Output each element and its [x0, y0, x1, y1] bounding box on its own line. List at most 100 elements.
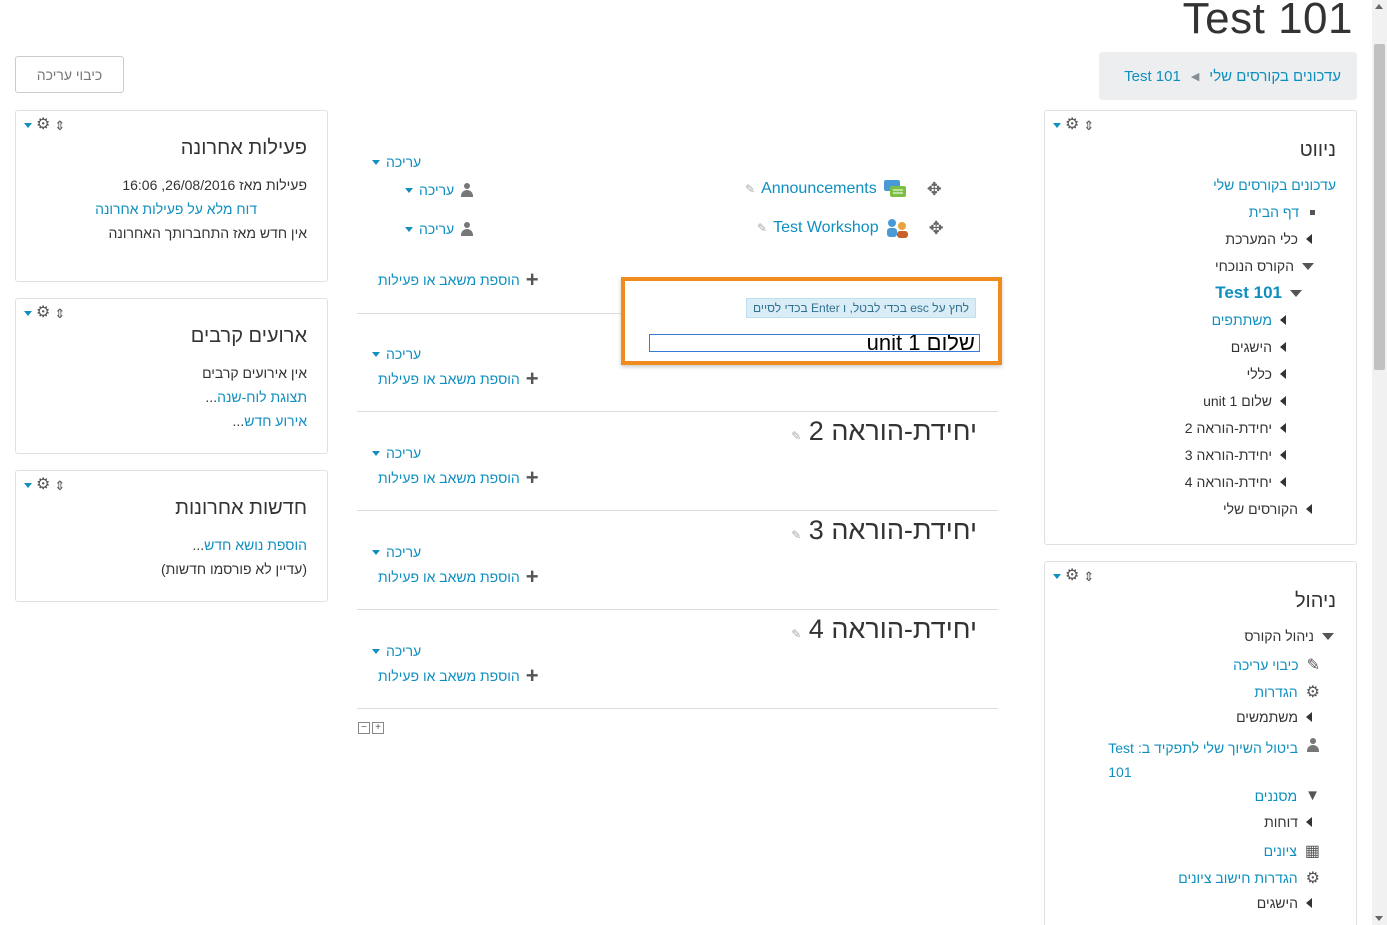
user-icon[interactable] [460, 222, 474, 236]
admin-course-administration[interactable]: ניהול הקורס [1244, 628, 1334, 644]
admin-item-label[interactable]: הגדרות חישוב ציונים [1178, 870, 1298, 886]
edit-title-icon[interactable]: ✎ [791, 528, 802, 542]
nav-item-section-4[interactable]: יחידת-הוראה 4 [1185, 474, 1286, 490]
activity-link[interactable]: Test Workshop [773, 219, 879, 236]
edit-label[interactable]: עריכה [419, 182, 455, 198]
nav-item-section-1[interactable]: שלום 1 unit [1203, 393, 1286, 409]
full-report-link[interactable]: דוח מלא על פעילות אחרונה [95, 201, 257, 217]
scroll-down-icon[interactable] [1375, 916, 1383, 921]
admin-filters[interactable]: ▼ מסננים [1255, 787, 1320, 804]
add-activity-label[interactable]: הוספת משאב או פעילות [378, 668, 520, 684]
section-edit-menu[interactable]: עריכה [372, 154, 421, 170]
block-menu-caret-icon[interactable] [1053, 122, 1061, 128]
expand-all-icon[interactable]: + [372, 722, 384, 734]
nav-item-site-tools[interactable]: כלי המערכת [1225, 231, 1312, 247]
gear-icon[interactable]: ⚙ [36, 116, 51, 133]
admin-settings[interactable]: ⚙ הגדרות [1254, 682, 1320, 702]
edit-title-icon[interactable]: ✎ [745, 182, 756, 196]
nav-item-label[interactable]: משתתפים [1211, 312, 1272, 328]
breadcrumb-my-courses[interactable]: עדכונים בקורסים שלי [1209, 67, 1341, 85]
admin-users[interactable]: משתמשים [1236, 709, 1312, 725]
new-event-link[interactable]: אירוע חדש [244, 413, 307, 429]
add-activity-label[interactable]: הוספת משאב או פעילות [378, 371, 520, 387]
edit-label[interactable]: עריכה [386, 154, 422, 170]
block-menu-caret-icon[interactable] [24, 482, 32, 488]
nav-item-home[interactable]: דף הבית [1249, 204, 1318, 220]
admin-item-label[interactable]: ביטול השיוך שלי לתפקיד ב: Test [1108, 740, 1298, 756]
edit-label[interactable]: עריכה [386, 544, 422, 560]
activity-edit-menu[interactable]: עריכה [405, 182, 474, 198]
section-title-input[interactable]: שלום 1 unit [649, 334, 980, 352]
admin-item-label[interactable]: כיבוי עריכה [1233, 657, 1299, 673]
edit-title-icon[interactable]: ✎ [757, 221, 768, 235]
nav-item-course[interactable]: Test 101 [1215, 283, 1302, 303]
page-scrollbar[interactable] [1372, 0, 1387, 925]
edit-label[interactable]: עריכה [386, 445, 422, 461]
block-menu-caret-icon[interactable] [24, 122, 32, 128]
nav-item-section-3[interactable]: יחידת-הוראה 3 [1185, 447, 1286, 463]
admin-item-label[interactable]: מסננים [1254, 787, 1298, 804]
calendar-link[interactable]: תצוגת לוח-שנה [217, 389, 307, 405]
add-activity-label[interactable]: הוספת משאב או פעילות [378, 272, 520, 288]
breadcrumb-course[interactable]: Test 101 [1124, 67, 1181, 85]
nav-item-current-course[interactable]: הקורס הנוכחי [1215, 258, 1314, 274]
move-icon[interactable]: ⇕ [54, 477, 66, 493]
nav-item-my-courses[interactable]: הקורסים שלי [1223, 501, 1312, 517]
gear-icon[interactable]: ⚙ [1065, 567, 1080, 584]
move-activity-icon[interactable]: ✥ [926, 178, 942, 199]
add-activity-button[interactable]: הוספת משאב או פעילות + [378, 368, 539, 390]
scroll-up-icon[interactable] [1375, 4, 1383, 9]
edit-label[interactable]: עריכה [386, 643, 422, 659]
section-edit-menu[interactable]: עריכה [372, 445, 421, 461]
gear-icon[interactable]: ⚙ [36, 476, 51, 493]
admin-reports[interactable]: דוחות [1264, 814, 1312, 830]
section-edit-menu[interactable]: עריכה [372, 544, 421, 560]
add-activity-button[interactable]: הוספת משאב או פעילות + [378, 269, 539, 291]
admin-unenrol[interactable]: ביטול השיוך שלי לתפקיד ב: Test 101 [1108, 736, 1320, 784]
add-activity-label[interactable]: הוספת משאב או פעילות [378, 569, 520, 585]
nav-item-label[interactable]: Test 101 [1215, 283, 1282, 302]
admin-item-label[interactable]: ציונים [1263, 843, 1297, 859]
gear-icon[interactable]: ⚙ [36, 304, 51, 321]
section-edit-menu[interactable]: עריכה [372, 346, 421, 362]
add-activity-button[interactable]: הוספת משאב או פעילות + [378, 467, 539, 489]
admin-grades[interactable]: ▦ ציונים [1264, 841, 1320, 861]
edit-title-icon[interactable]: ✎ [791, 627, 802, 641]
turn-editing-off-button[interactable]: כיבוי עריכה [15, 56, 124, 93]
move-icon[interactable]: ⇕ [54, 305, 66, 321]
add-activity-button[interactable]: הוספת משאב או פעילות + [378, 566, 539, 588]
move-activity-icon[interactable]: ✥ [928, 217, 944, 238]
nav-item-label[interactable]: דף הבית [1248, 204, 1299, 220]
activity-link[interactable]: Announcements [761, 180, 877, 197]
block-menu-caret-icon[interactable] [24, 310, 32, 316]
admin-badges[interactable]: הישגים [1257, 895, 1312, 911]
breadcrumb: עדכונים בקורסים שלי ◀ Test 101 [1099, 52, 1357, 100]
nav-item-label[interactable]: עדכונים בקורסים שלי [1213, 177, 1336, 193]
admin-grade-calc-settings[interactable]: ⚙ הגדרות חישוב ציונים [1178, 868, 1320, 888]
nav-item-general[interactable]: כללי [1247, 366, 1286, 382]
admin-turn-editing-off[interactable]: ✎ כיבוי עריכה [1233, 655, 1320, 675]
edit-label[interactable]: עריכה [386, 346, 422, 362]
move-icon[interactable]: ⇕ [54, 117, 66, 133]
block-controls: ⚙ ⇕ [1053, 117, 1094, 133]
add-activity-label[interactable]: הוספת משאב או פעילות [378, 470, 520, 486]
nav-item-participants[interactable]: משתתפים [1212, 312, 1286, 328]
scrollbar-thumb[interactable] [1374, 44, 1385, 370]
add-activity-button[interactable]: הוספת משאב או פעילות + [378, 665, 539, 687]
block-menu-caret-icon[interactable] [1053, 573, 1061, 579]
move-icon[interactable]: ⇕ [1083, 117, 1095, 133]
move-icon[interactable]: ⇕ [1083, 568, 1095, 584]
activity-edit-menu[interactable]: עריכה [405, 221, 474, 237]
add-topic-link[interactable]: הוספת נושא חדש [204, 537, 307, 553]
gear-icon[interactable]: ⚙ [1065, 116, 1080, 133]
collapse-all-icon[interactable]: − [358, 722, 370, 734]
section-edit-menu[interactable]: עריכה [372, 643, 421, 659]
edit-label[interactable]: עריכה [419, 221, 455, 237]
edit-title-icon[interactable]: ✎ [791, 429, 802, 443]
nav-item-badges[interactable]: הישגים [1231, 339, 1286, 355]
user-icon[interactable] [460, 183, 474, 197]
admin-item-label[interactable]: הגדרות [1254, 684, 1298, 700]
admin-item-label-cont[interactable]: 101 [1108, 764, 1132, 780]
nav-item-my-courses-updates[interactable]: עדכונים בקורסים שלי [1213, 177, 1336, 193]
nav-item-section-2[interactable]: יחידת-הוראה 2 [1185, 420, 1286, 436]
